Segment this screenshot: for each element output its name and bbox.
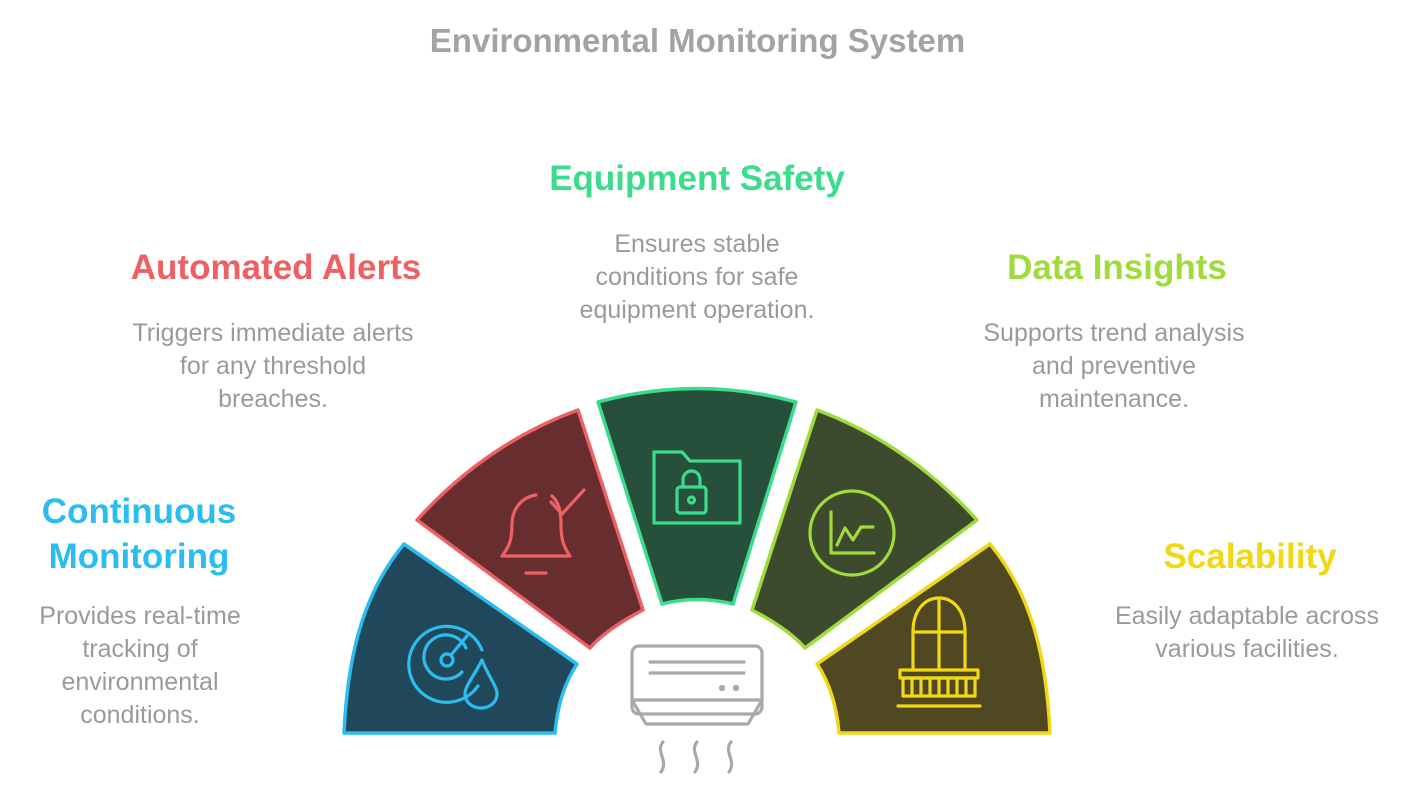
- data-insights-title: Data Insights: [1007, 248, 1227, 287]
- equipment-safety-description: Ensures stable conditions for safe equip…: [579, 230, 815, 324]
- line-chart-circle-icon: [808, 489, 896, 577]
- page-title: Environmental Monitoring System: [429, 22, 966, 59]
- segment-scalability: [815, 542, 1052, 735]
- scalability-description: Easily adaptable across various faciliti…: [1114, 602, 1380, 663]
- continuous-monitoring-title: Continuous Monitoring: [41, 492, 237, 576]
- scalability-title: Scalability: [1163, 537, 1337, 576]
- data-insights-description: Supports trend analysis and preventive m…: [983, 319, 1245, 413]
- continuous-monitoring-description: Provides real-time tracking of environme…: [39, 602, 241, 729]
- automated-alerts-description: Triggers immediate alerts for any thresh…: [132, 319, 414, 413]
- air-conditioner-icon: [630, 644, 764, 774]
- segment-equipment-safety: [596, 386, 798, 606]
- building-window-icon: [896, 596, 982, 708]
- locked-folder-icon: [652, 450, 742, 525]
- automated-alerts-title: Automated Alerts: [130, 248, 422, 287]
- segment-automated-alerts: [415, 408, 645, 650]
- segment-scalability-shape: [815, 542, 1052, 735]
- segment-equipment-safety-shape: [596, 386, 798, 606]
- segment-automated-alerts-shape: [415, 408, 645, 650]
- segment-data-insights-shape: [750, 408, 979, 650]
- gauge-droplet-icon: [407, 624, 499, 710]
- segment-data-insights: [750, 408, 979, 650]
- segment-continuous-monitoring: [342, 542, 579, 735]
- bell-check-icon: [500, 488, 586, 575]
- equipment-safety-title: Equipment Safety: [549, 159, 845, 198]
